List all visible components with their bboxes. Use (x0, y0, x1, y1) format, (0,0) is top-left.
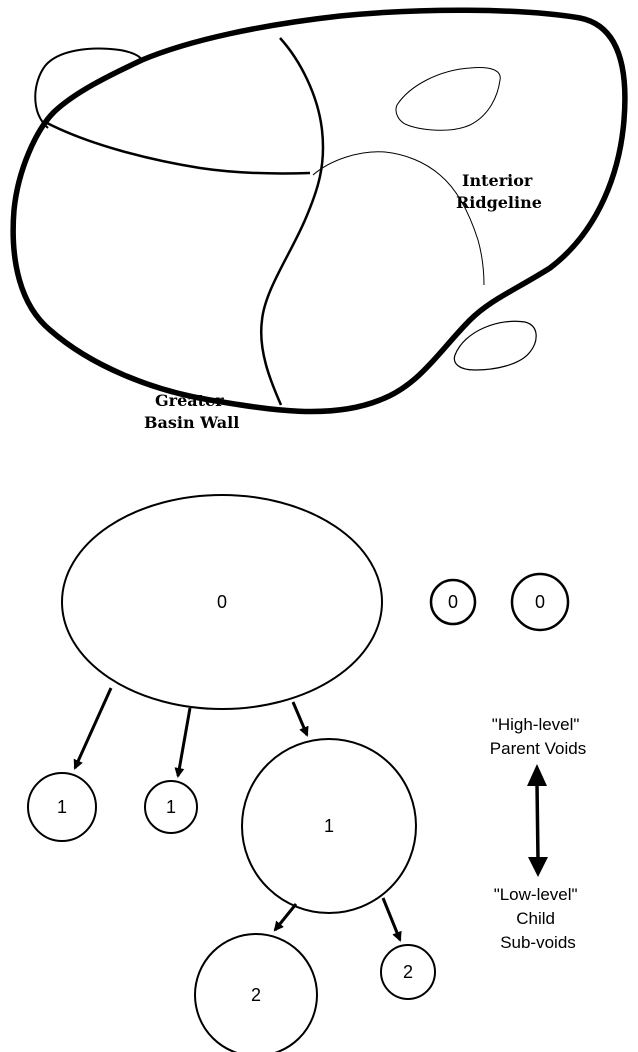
legend-double-arrow (527, 764, 548, 877)
interior-ridgeline-label-line2: Ridgeline (456, 193, 542, 212)
divide-line-upper (46, 121, 311, 175)
void-level2-b-node (380, 944, 436, 1000)
greater-basin-wall-label-line1: Greater (155, 391, 224, 410)
interior-ridgeline-line (312, 151, 485, 286)
divide-line-vertical (260, 37, 325, 406)
void-root-label: 0 (217, 592, 227, 612)
greater-basin-wall-label: Greater Basin Wall (144, 391, 239, 432)
void-level2-a-node (194, 933, 318, 1052)
void-top-small-a-node (429, 578, 477, 626)
arrow-root-to-level1-a (73, 687, 113, 770)
interior-ridgeline-label: Interior Ridgeline (456, 171, 542, 212)
basin-map: Interior Ridgeline Greater Basin Wall (10, 7, 628, 432)
outer-island-loop (453, 320, 537, 371)
arrow-root-to-level1-b (174, 707, 192, 778)
legend-high-level-line1: "High-level" (492, 715, 580, 734)
basin-side-lobe (34, 47, 143, 129)
greater-basin-wall-outline (10, 7, 628, 415)
void-level2-a-label: 2 (251, 985, 261, 1005)
enclosed-ridge-loop (395, 67, 501, 131)
interior-ridgeline-label-line1: Interior (462, 171, 533, 190)
void-top-small-b-node (510, 572, 570, 632)
void-root-node (61, 494, 383, 710)
void-level1-c-node (241, 738, 417, 914)
legend-low-level-line2: Child (516, 909, 555, 928)
void-level1-c-label: 1 (324, 816, 334, 836)
legend-high-level-label: "High-level" Parent Voids (490, 715, 586, 758)
arrow-level1-c-to-level2-b (381, 897, 402, 942)
void-tree: 0 0 0 1 1 1 2 2 "High-level" Parent Void… (27, 494, 586, 1052)
arrow-level1-c-to-level2-a (273, 903, 298, 932)
void-level1-b-label: 1 (166, 797, 176, 817)
void-top-small-b-label: 0 (535, 592, 545, 612)
void-level2-b-label: 2 (403, 962, 413, 982)
legend-high-level-line2: Parent Voids (490, 739, 586, 758)
void-top-small-a-label: 0 (448, 592, 458, 612)
greater-basin-wall-label-line2: Basin Wall (144, 413, 239, 432)
legend-low-level-line3: Sub-voids (500, 933, 576, 952)
void-level1-a-node (27, 772, 97, 842)
void-level1-a-label: 1 (57, 797, 67, 817)
void-level1-b-node (144, 780, 198, 834)
legend-low-level-line1: "Low-level" (494, 885, 578, 904)
legend-low-level-label: "Low-level" Child Sub-voids (494, 885, 583, 952)
arrow-root-to-level1-c (291, 701, 309, 737)
